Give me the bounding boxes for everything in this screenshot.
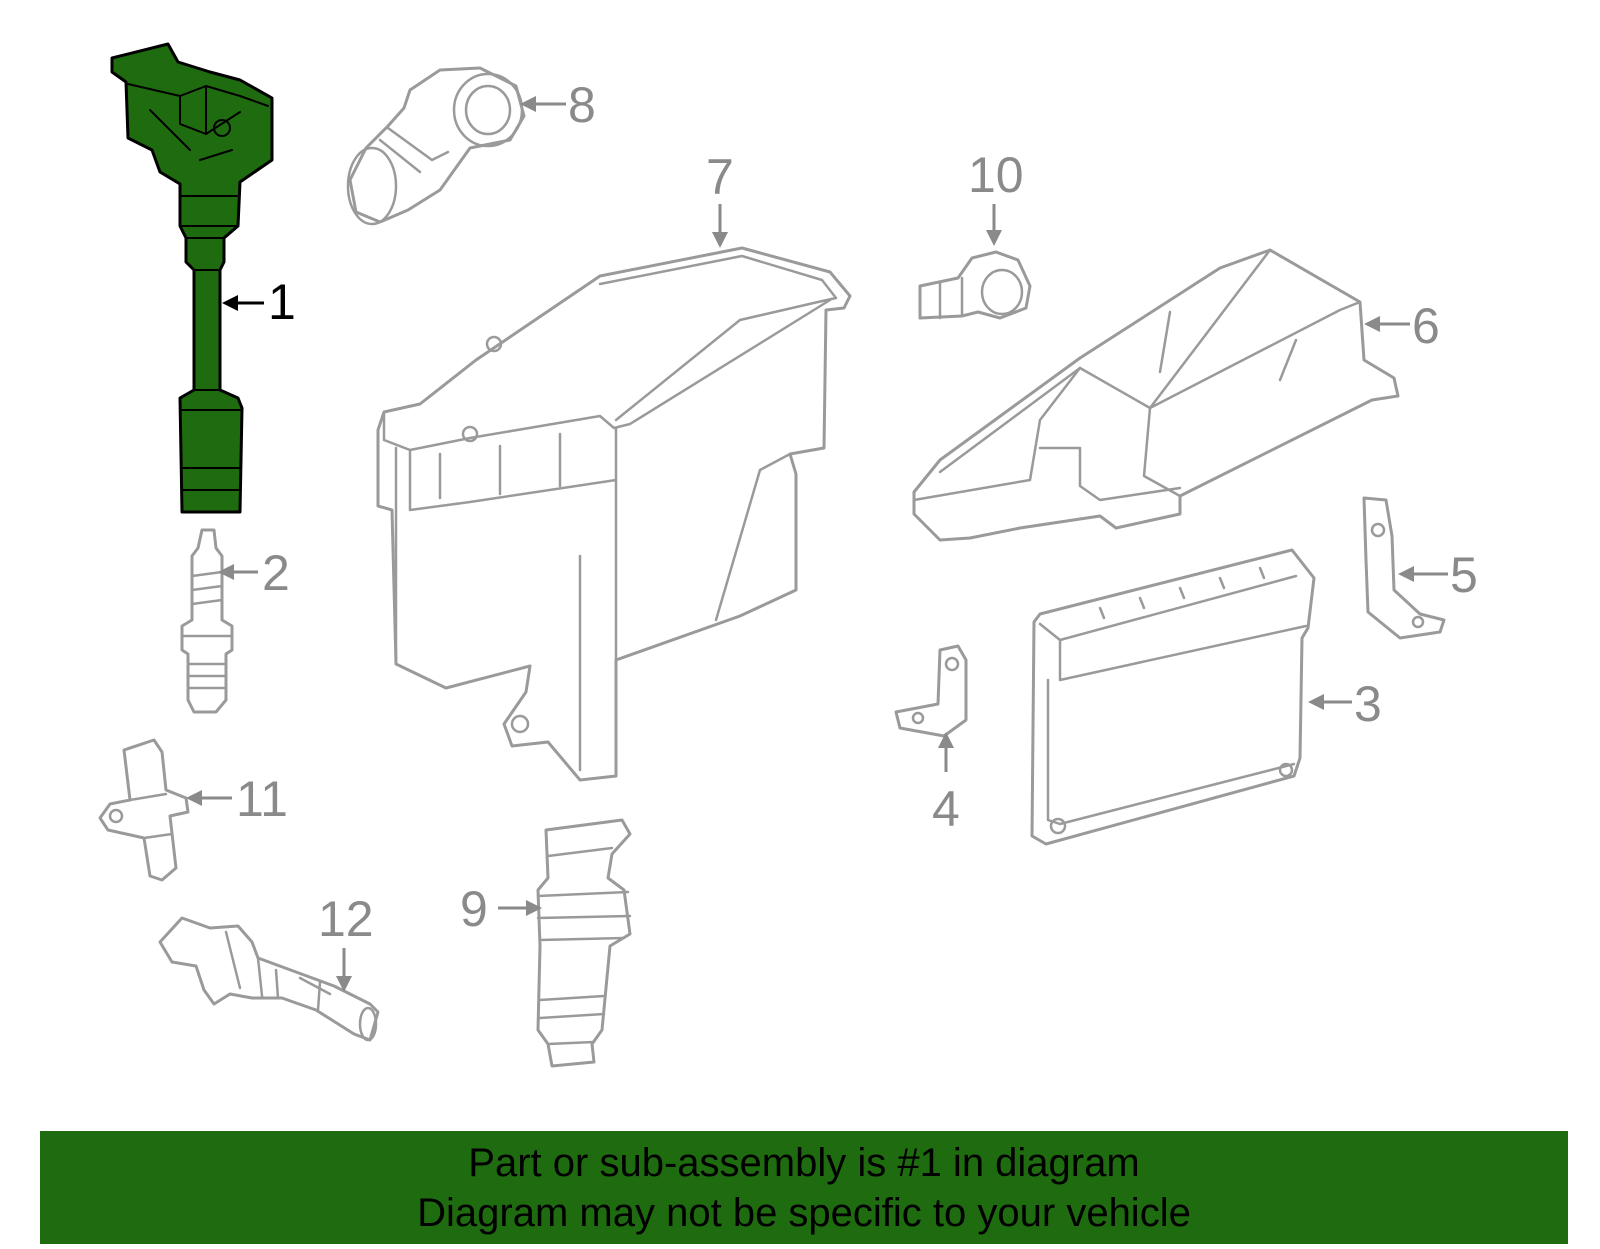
callout-11[interactable]: 11 — [236, 771, 288, 827]
info-banner: Part or sub-assembly is #1 in diagram Di… — [40, 1131, 1568, 1244]
part-1-ignition-coil[interactable] — [110, 42, 274, 514]
part-12-crank-sensor[interactable] — [158, 916, 380, 1042]
callout-3[interactable]: 3 — [1354, 676, 1382, 732]
callout-5[interactable]: 5 — [1450, 547, 1478, 603]
part-10-sensor[interactable] — [918, 250, 1032, 320]
part-11-cam-sensor[interactable] — [98, 738, 190, 882]
part-5-bracket[interactable] — [1362, 496, 1446, 640]
part-9-sensor[interactable] — [536, 818, 632, 1068]
banner-line-1: Part or sub-assembly is #1 in diagram — [468, 1140, 1140, 1185]
banner-line-2: Diagram may not be specific to your vehi… — [417, 1190, 1191, 1235]
callout-2[interactable]: 2 — [262, 545, 290, 601]
callout-7[interactable]: 7 — [706, 149, 734, 205]
part-6-air-cleaner-cap[interactable] — [912, 248, 1400, 542]
part-7-air-cleaner-case[interactable] — [376, 246, 852, 782]
callout-1[interactable]: 1 — [268, 274, 296, 330]
callout-labels: 1 2 3 4 5 6 7 8 9 10 11 12 — [236, 77, 1478, 947]
callout-9[interactable]: 9 — [460, 881, 488, 937]
part-3-ecm[interactable] — [1030, 548, 1316, 846]
callout-arrows — [186, 96, 1448, 992]
callout-6[interactable]: 6 — [1412, 298, 1440, 354]
callout-4[interactable]: 4 — [932, 781, 960, 837]
part-4-bracket[interactable] — [894, 644, 968, 738]
callout-12[interactable]: 12 — [318, 891, 374, 947]
callout-10[interactable]: 10 — [968, 147, 1024, 203]
callout-8[interactable]: 8 — [568, 77, 596, 133]
part-2-spark-plug[interactable] — [180, 528, 234, 714]
part-8-intake-hose[interactable] — [346, 66, 526, 226]
